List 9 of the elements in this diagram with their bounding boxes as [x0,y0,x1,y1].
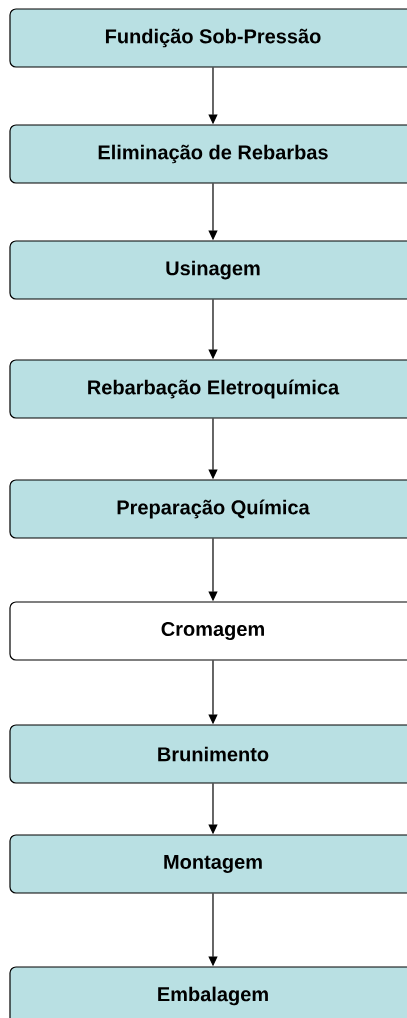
process-box: Fundição Sob-Pressão [9,8,407,68]
process-box: Cromagem [9,601,407,661]
process-box: Embalagem [9,966,407,1018]
process-box: Rebarbação Eletroquímica [9,359,407,419]
process-box: Brunimento [9,724,407,784]
process-box: Eliminação de Rebarbas [9,124,407,184]
process-box: Usinagem [9,240,407,300]
process-box: Montagem [9,834,407,894]
process-box: Preparação Química [9,479,407,539]
